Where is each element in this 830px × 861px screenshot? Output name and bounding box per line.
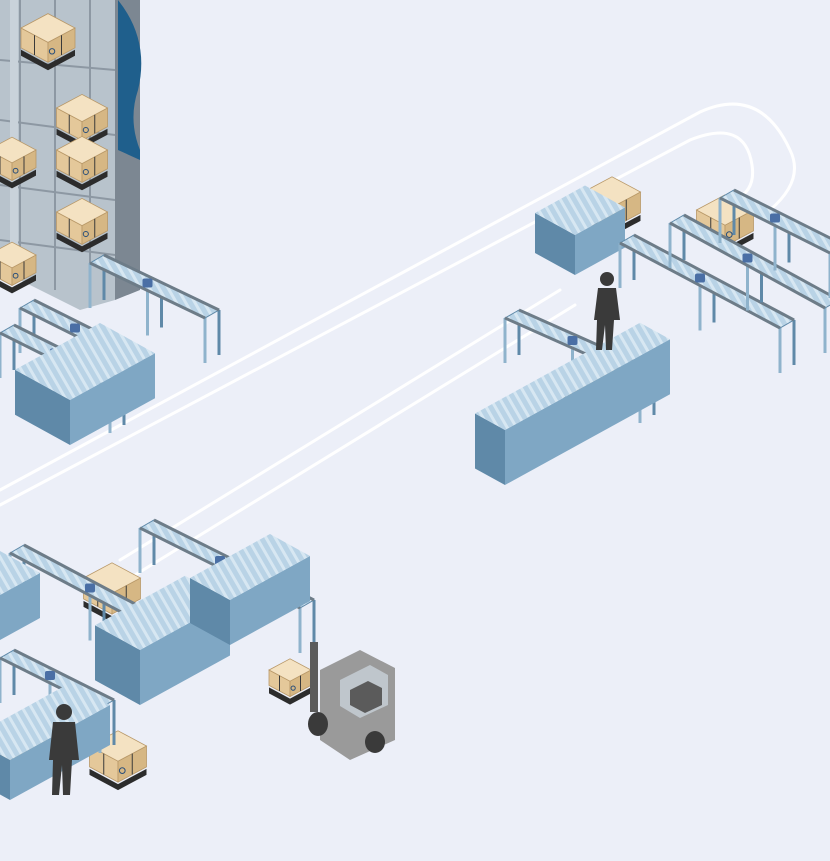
cardboard-box: [55, 197, 109, 253]
conveyor-segment: [88, 253, 221, 363]
drive-motor: [70, 323, 80, 333]
cardboard-box: [0, 136, 37, 189]
conveyor-base-block: [535, 185, 625, 275]
conveyor-segment: [618, 233, 796, 373]
forklift-wheel: [365, 731, 385, 753]
cardboard-box: [20, 13, 76, 71]
cardboard-box: [268, 658, 312, 705]
cardboard-box: [0, 241, 37, 294]
drive-motor: [142, 278, 153, 288]
drive-motor: [770, 213, 780, 223]
drive-motor: [742, 253, 753, 263]
forklift-mast: [310, 642, 318, 712]
operator-person: [49, 704, 79, 795]
conveyor-segment: [668, 213, 830, 353]
drive-motor: [85, 583, 95, 593]
forklift-wheel: [308, 712, 328, 736]
agv-track: [0, 102, 796, 577]
operator-person: [594, 272, 620, 350]
drive-motor: [45, 671, 55, 680]
cardboard-box: [55, 135, 109, 191]
conveyor-base-block: [0, 551, 40, 640]
conveyor-segment: [718, 188, 830, 298]
conveyor-lines: [0, 185, 830, 800]
rack-side-panel: [118, 0, 142, 160]
conveyor-base-block: [15, 323, 155, 445]
conveyor-base-block: [475, 322, 670, 485]
conveyor-base-block: [190, 534, 310, 645]
drive-motor: [695, 273, 705, 283]
forklift: [308, 642, 395, 760]
drive-motor: [567, 336, 578, 345]
